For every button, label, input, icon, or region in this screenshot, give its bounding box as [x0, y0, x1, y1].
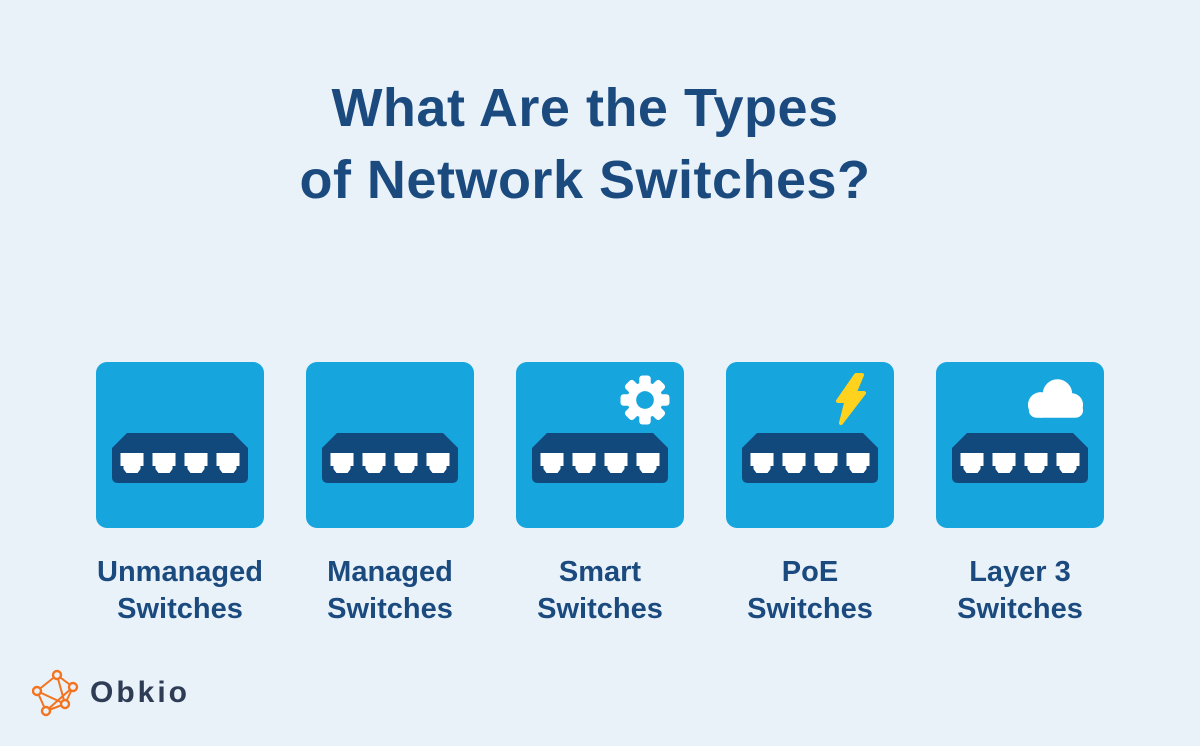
switch-type-managed: Managed Switches — [285, 362, 495, 628]
network-switch-icon — [742, 433, 878, 483]
card-poe — [726, 362, 894, 528]
card-label-layer3: Layer 3 Switches — [957, 556, 1083, 625]
card-label-managed: Managed Switches — [327, 556, 453, 625]
cloud-icon — [1027, 379, 1084, 418]
gear-icon — [620, 375, 670, 425]
card-label-smart: Smart Switches — [537, 556, 663, 625]
obkio-logo-text: Obkio — [90, 676, 191, 709]
card-smart — [516, 362, 684, 528]
switch-type-unmanaged: Unmanaged Switches — [75, 362, 285, 628]
switch-type-poe: PoE Switches — [705, 362, 915, 628]
network-graph-icon — [32, 669, 79, 717]
network-switch-icon — [322, 433, 458, 483]
network-switch-icon — [112, 433, 248, 483]
card-layer3 — [936, 362, 1104, 528]
network-switch-icon — [952, 433, 1088, 483]
card-unmanaged — [96, 362, 264, 528]
page-title: What Are the Types of Network Switches? — [299, 78, 871, 210]
card-managed — [306, 362, 474, 528]
switch-types-row: Unmanaged Switches Managed Switches — [75, 362, 1125, 628]
card-label-poe: PoE Switches — [747, 556, 873, 625]
obkio-logo: Obkio — [32, 668, 190, 718]
switch-type-layer3: Layer 3 Switches — [915, 362, 1125, 628]
card-label-unmanaged: Unmanaged Switches — [97, 556, 263, 625]
switch-type-smart: Smart Switches — [495, 362, 705, 628]
lightning-bolt-icon — [836, 373, 866, 425]
network-switch-icon — [532, 433, 668, 483]
